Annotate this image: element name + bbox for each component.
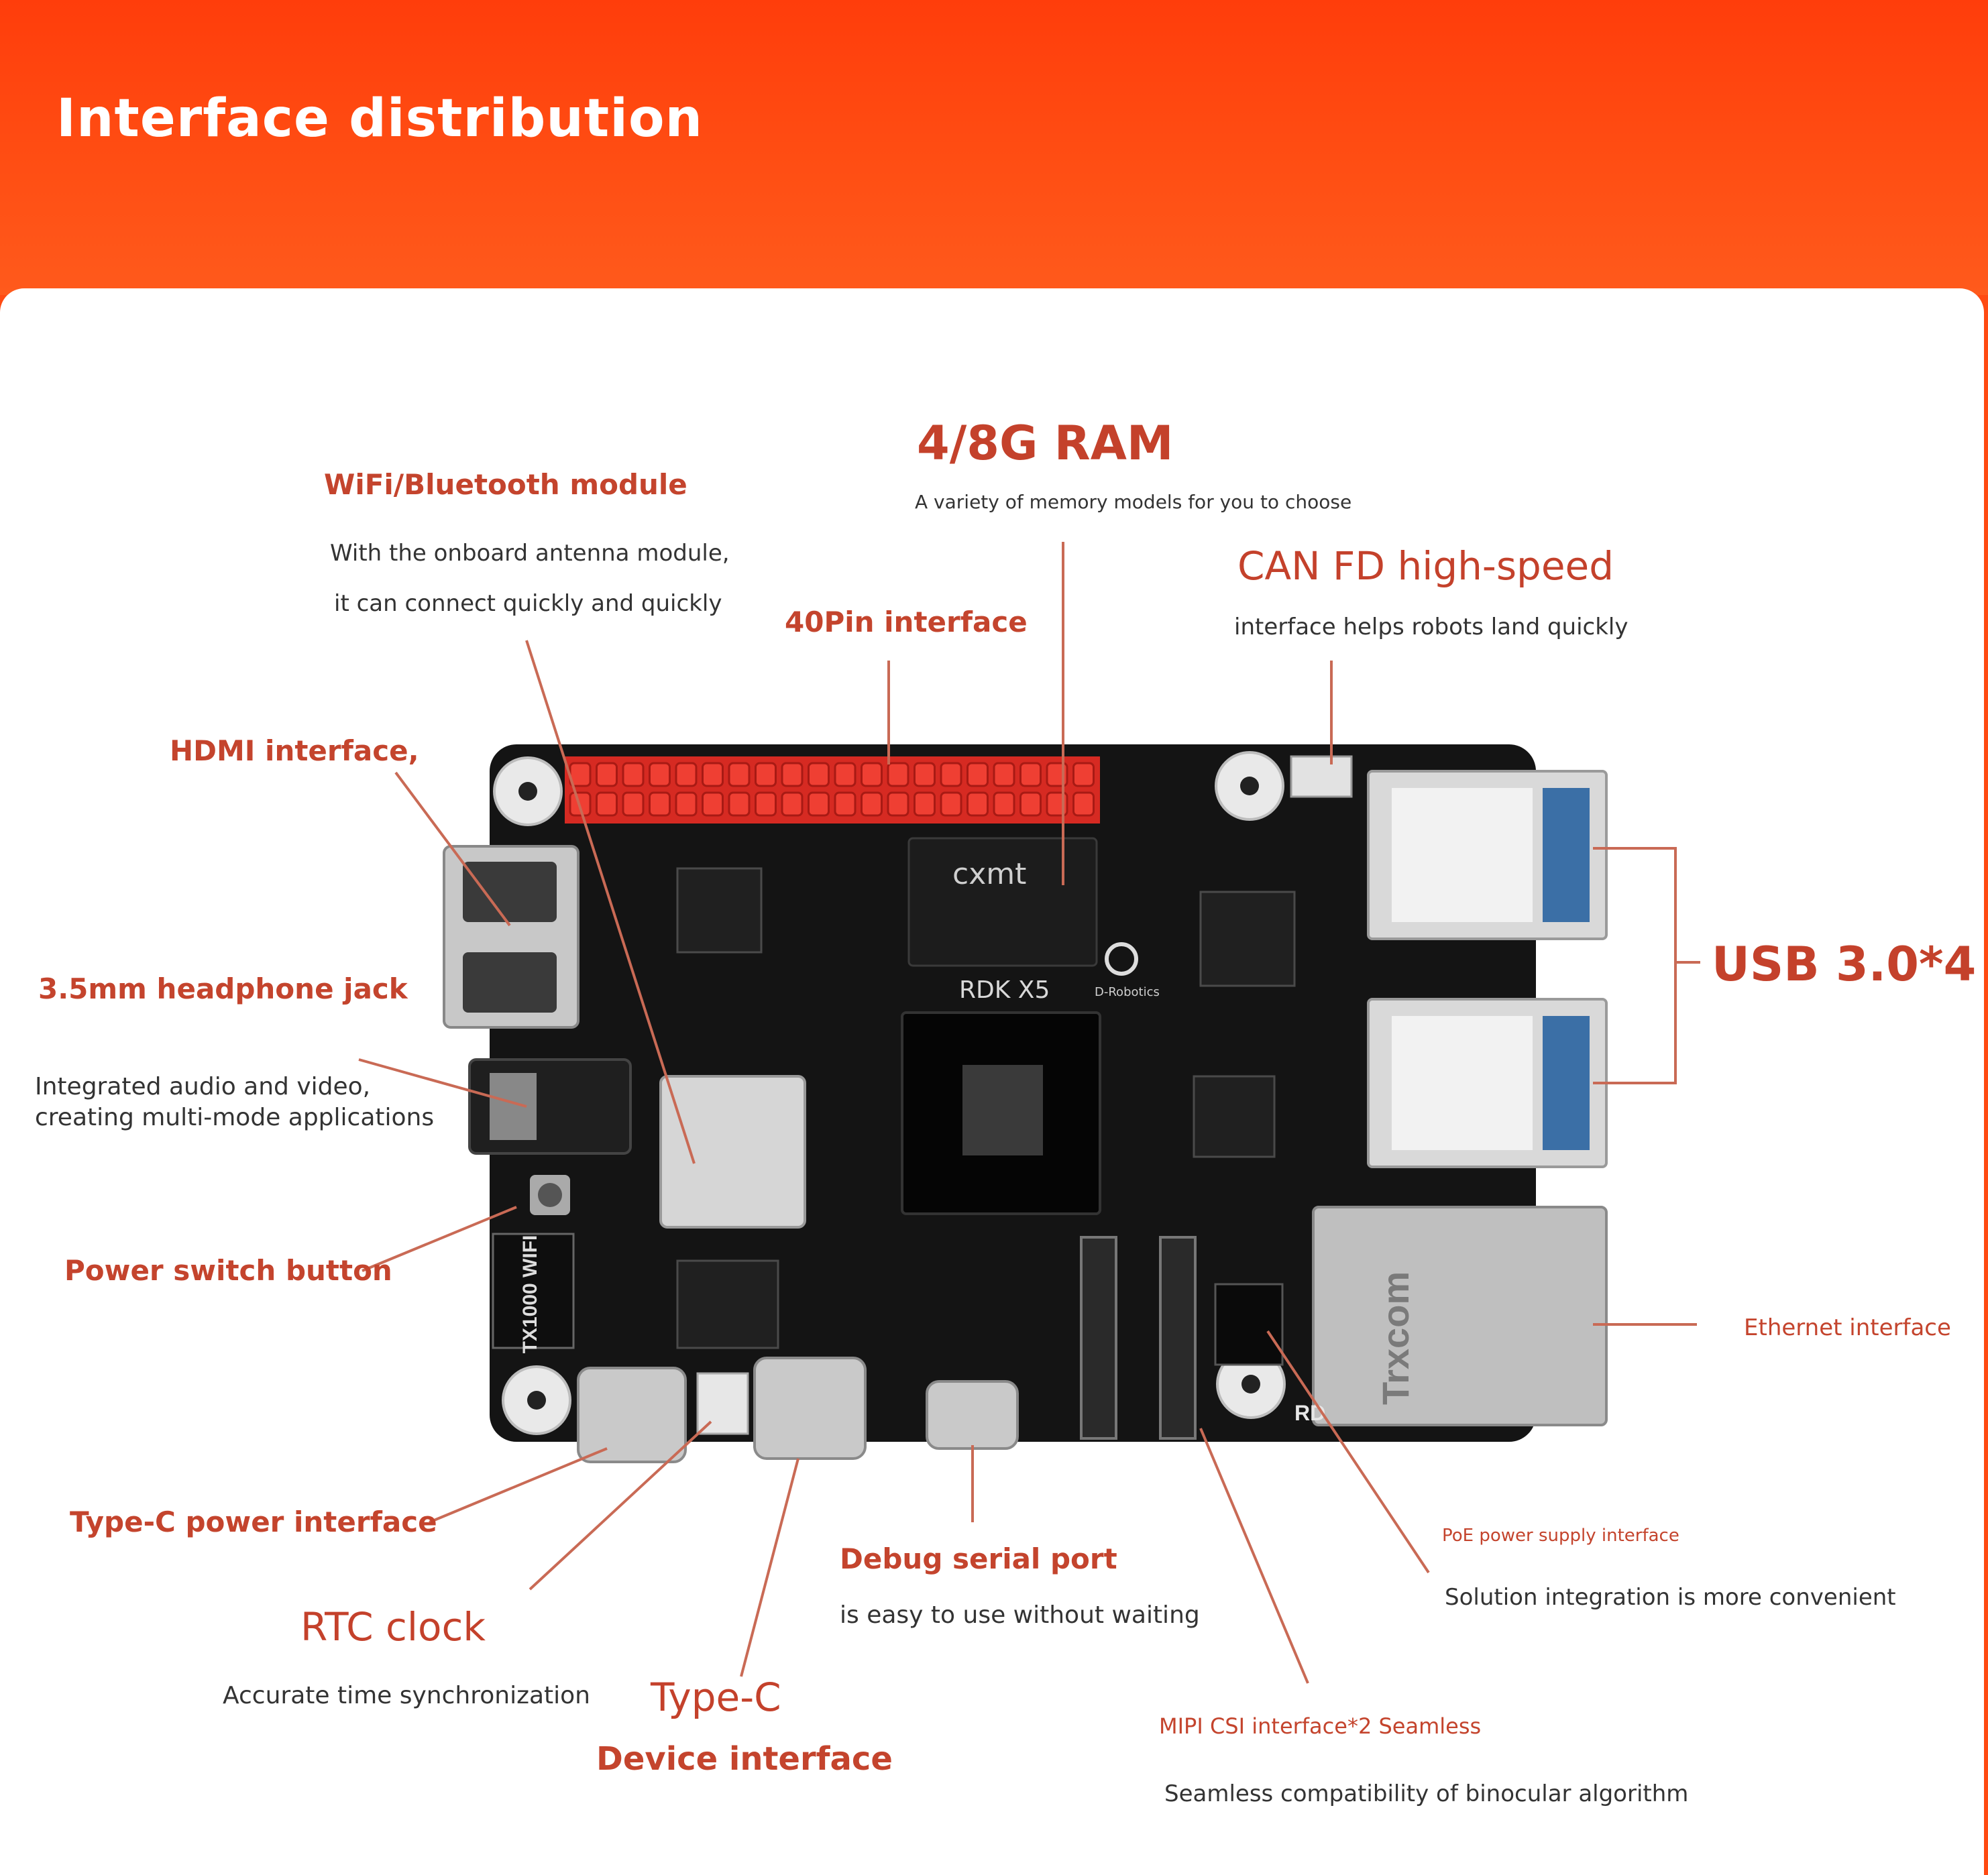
page-title: Interface distribution	[56, 89, 704, 149]
rtc-desc: Accurate time synchronization	[223, 1682, 590, 1709]
typec-power-title: Type-C power interface	[70, 1505, 437, 1538]
hdmi-title: HDMI interface,	[170, 734, 419, 767]
gpio-header	[565, 756, 1100, 823]
typec-ports	[577, 1357, 1019, 1463]
header-banner: Interface distribution	[0, 0, 1988, 295]
gpio-pin	[808, 791, 830, 817]
mipi-desc: Seamless compatibility of binocular algo…	[1164, 1780, 1689, 1807]
ram-title: 4/8G RAM	[917, 416, 1174, 471]
debug-desc: is easy to use without waiting	[840, 1601, 1200, 1629]
wifi-desc-2: it can connect quickly and quickly	[334, 590, 722, 617]
ram-chip	[907, 837, 1098, 967]
gpio-pin	[1019, 762, 1042, 787]
corner-text: RD	[1294, 1401, 1325, 1425]
gpio-pin	[967, 762, 989, 787]
gpio-pin	[622, 762, 645, 787]
gpio-pin	[887, 791, 909, 817]
wifi-desc-1: With the onboard antenna module,	[330, 540, 730, 567]
gpio-pin	[993, 762, 1015, 787]
gpio-pin	[940, 791, 962, 817]
audio-title: 3.5mm headphone jack	[38, 972, 408, 1005]
pin40-title: 40Pin interface	[785, 606, 1028, 638]
gpio-pin	[940, 762, 962, 787]
gpio-pin	[596, 762, 618, 787]
gpio-pin	[781, 762, 804, 787]
gpio-pin	[702, 791, 724, 817]
gpio-pin	[728, 762, 751, 787]
can-title: CAN FD high-speed	[1237, 543, 1614, 589]
poe-header	[1214, 1283, 1284, 1366]
gpio-pin	[967, 791, 989, 817]
ram-brand: cxmt	[952, 857, 1026, 891]
rtc-title: RTC clock	[300, 1604, 486, 1650]
ram-desc: A variety of memory models for you to ch…	[915, 491, 1352, 513]
can-connector	[1290, 755, 1353, 798]
usb-title: USB 3.0*4	[1712, 937, 1977, 992]
gpio-pin	[649, 762, 671, 787]
power-button-title: Power switch button	[64, 1254, 392, 1287]
typec-device-title-1: Type-C	[651, 1674, 781, 1720]
ethernet-port	[1312, 1206, 1608, 1426]
audio-desc-2: creating multi-mode applications	[35, 1104, 435, 1131]
gpio-pin	[861, 762, 883, 787]
gpio-pin	[649, 791, 671, 817]
gpio-pin	[993, 791, 1015, 817]
gpio-pin	[887, 762, 909, 787]
gpio-pin	[1072, 791, 1095, 817]
gpio-pin	[808, 762, 830, 787]
gpio-pin	[914, 762, 936, 787]
gpio-pin	[702, 762, 724, 787]
gpio-pin	[861, 791, 883, 817]
poe-desc: Solution integration is more convenient	[1445, 1584, 1896, 1611]
audio-desc-1: Integrated audio and video,	[35, 1073, 371, 1100]
gpio-pin	[1072, 762, 1095, 787]
gpio-pin	[755, 791, 777, 817]
gpio-pin	[596, 791, 618, 817]
rj45-brand: Trxcom	[1374, 1271, 1417, 1405]
board-name: RDK X5	[959, 976, 1050, 1004]
gpio-pin	[755, 762, 777, 787]
gpio-pin	[834, 791, 857, 817]
gpio-pin	[675, 791, 698, 817]
wifi-title: WiFi/Bluetooth module	[324, 468, 687, 501]
wifi-chip-text: TX1000 WIFI	[519, 1235, 541, 1354]
gpio-pin	[781, 791, 804, 817]
mipi-title: MIPI CSI interface*2 Seamless	[1159, 1713, 1482, 1739]
gpio-pin	[834, 762, 857, 787]
gpio-pin	[675, 762, 698, 787]
wifi-module	[659, 1075, 806, 1229]
mipi-csi-1	[1080, 1236, 1117, 1440]
ethernet-title: Ethernet interface	[1744, 1314, 1951, 1341]
gpio-pin	[728, 791, 751, 817]
gpio-pin	[914, 791, 936, 817]
debug-title: Debug serial port	[840, 1542, 1117, 1575]
typec-device-title-2: Device interface	[596, 1740, 893, 1778]
gpio-pin	[622, 791, 645, 817]
poe-title: PoE power supply interface	[1442, 1526, 1679, 1546]
rtc-connector	[696, 1372, 749, 1435]
leader-lines	[358, 542, 1700, 1684]
gpio-pin	[1019, 791, 1042, 817]
can-desc: interface helps robots land quickly	[1234, 614, 1628, 640]
mipi-csi-2	[1159, 1236, 1197, 1440]
board-logo: D-Robotics	[1095, 985, 1160, 999]
